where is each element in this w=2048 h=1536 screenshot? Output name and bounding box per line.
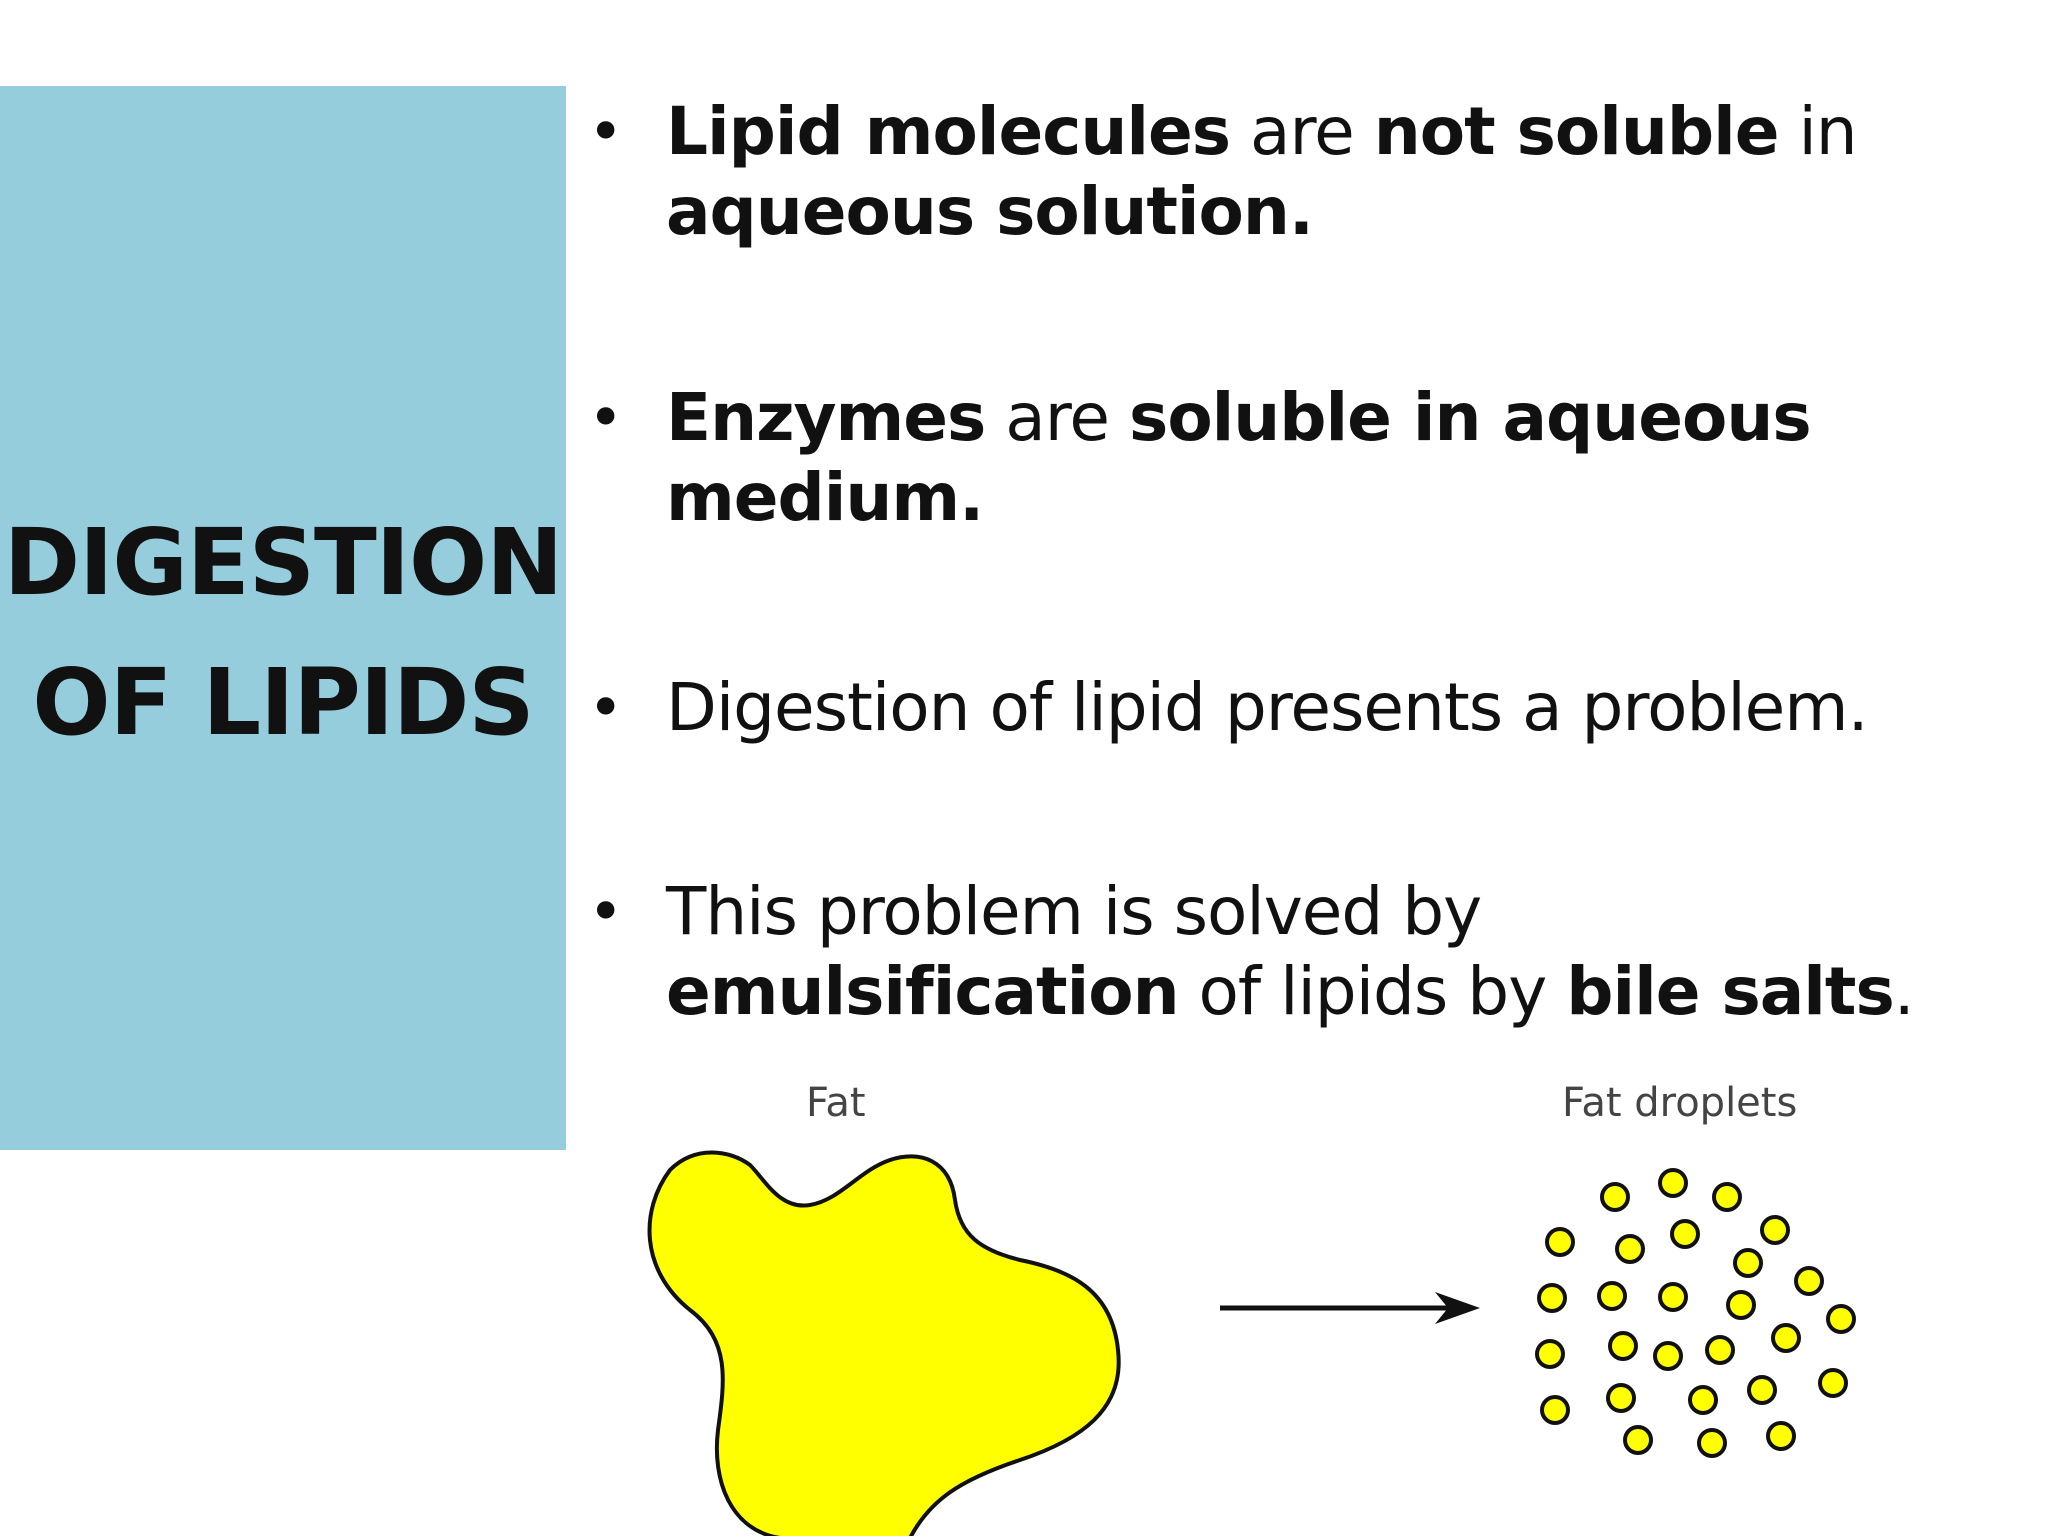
bullet-segment: soluble in aqueous medium. (666, 379, 1812, 536)
droplet-icon (1597, 1281, 1627, 1311)
droplet-icon (1535, 1339, 1565, 1369)
bullet-text: Lipid molecules are not soluble in aqueo… (666, 92, 1996, 252)
slide-title: DIGESTION OF LIPIDS (3, 493, 563, 773)
droplet-icon (1760, 1215, 1790, 1245)
bullet-list: • Lipid molecules are not soluble in aqu… (580, 0, 2020, 1060)
bullet-segment: emulsification (666, 953, 1180, 1030)
droplet-icon (1600, 1182, 1630, 1212)
droplet-icon (1771, 1323, 1801, 1353)
bullet-segment: aqueous solution. (666, 173, 1314, 250)
bullet-segment: in (1778, 93, 1857, 170)
emulsification-diagram: Fat Fat droplets (600, 1060, 1900, 1536)
bullet-text: Enzymes are soluble in aqueous medium. (666, 378, 1996, 538)
bullet-segment: bile salts (1566, 953, 1895, 1030)
bullet-text: Digestion of lipid presents a problem. (666, 668, 1996, 748)
droplet-icon (1794, 1266, 1824, 1296)
fat-droplets-label: Fat droplets (1562, 1080, 1797, 1126)
droplet-icon (1712, 1182, 1742, 1212)
bullet-dot-icon: • (588, 97, 624, 167)
bullet-text: This problem is solved by emulsification… (666, 872, 1996, 1032)
bullet-segment: This problem is solved by (666, 873, 1482, 950)
droplet-icon (1747, 1375, 1777, 1405)
droplet-icon (1733, 1248, 1763, 1278)
bullet-segment: Digestion of lipid presents a problem. (666, 669, 1869, 746)
droplet-icon (1766, 1421, 1796, 1451)
droplet-icon (1537, 1283, 1567, 1313)
emulsification-svg: Fat Fat droplets (647, 1080, 1856, 1536)
droplet-icon (1606, 1383, 1636, 1413)
bullet-segment: . (1893, 953, 1915, 1030)
droplet-icon (1826, 1304, 1856, 1334)
bullet-segment: Enzymes (666, 379, 986, 456)
droplet-icon (1688, 1385, 1718, 1415)
droplet-icon (1653, 1341, 1683, 1371)
droplet-icon (1818, 1368, 1848, 1398)
droplet-icon (1615, 1234, 1645, 1264)
bullet-dot-icon: • (588, 383, 624, 453)
droplet-icon (1705, 1335, 1735, 1365)
droplet-icon (1608, 1331, 1638, 1361)
arrow-head-icon (1435, 1292, 1480, 1324)
droplet-icon (1670, 1219, 1700, 1249)
title-panel: DIGESTION OF LIPIDS (0, 86, 566, 1150)
droplet-icon (1545, 1227, 1575, 1257)
droplet-icon (1658, 1282, 1688, 1312)
bullet-segment: are (985, 379, 1130, 456)
fat-droplets-group (1535, 1168, 1856, 1458)
bullet-dot-icon: • (588, 877, 624, 947)
droplet-icon (1540, 1395, 1570, 1425)
bullet-segment: of lipids by (1178, 953, 1567, 1030)
bullet-segment: Lipid molecules (666, 93, 1231, 170)
slide-title-line-2: OF LIPIDS (32, 649, 534, 756)
slide-title-line-1: DIGESTION (3, 509, 563, 616)
bullet-segment: not soluble (1373, 93, 1780, 170)
droplet-icon (1623, 1425, 1653, 1455)
droplet-icon (1726, 1290, 1756, 1320)
fat-label: Fat (806, 1080, 866, 1126)
droplet-icon (1658, 1168, 1688, 1198)
fat-blob-icon (647, 1150, 1121, 1536)
bullet-segment: are (1230, 93, 1374, 170)
droplet-icon (1697, 1428, 1727, 1458)
bullet-dot-icon: • (588, 673, 624, 743)
